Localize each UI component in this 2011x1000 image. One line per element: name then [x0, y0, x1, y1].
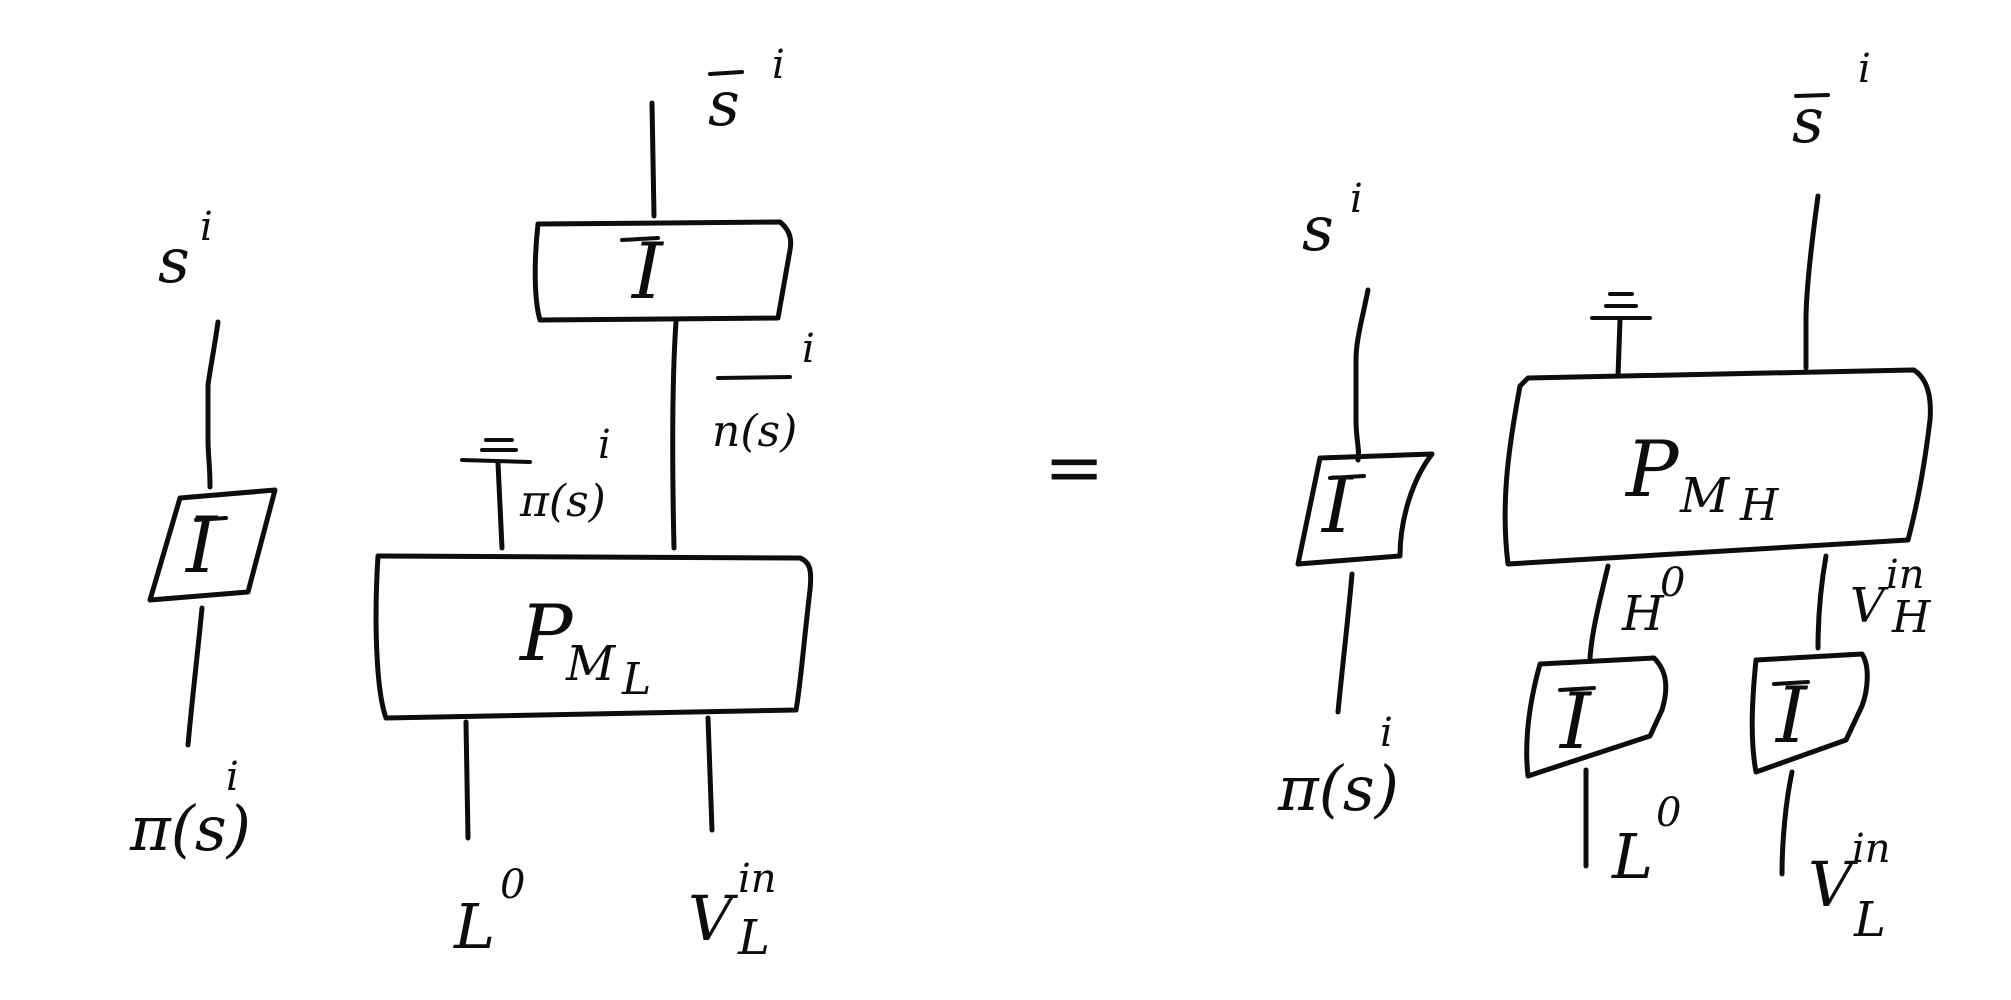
rhs-label-Vhin: V	[1850, 578, 1889, 634]
lhs-diagram: I s i π(s) i s i I n(s) i π(s) i	[129, 42, 815, 966]
lhs-small-box	[147, 487, 278, 603]
lhs-top-box-overline	[620, 236, 660, 242]
rhs-right-column: s i P M H H 0 V H in I	[1502, 46, 1933, 948]
rhs-label-VLin-sup: in	[1852, 826, 1891, 872]
rhs-stub-wire	[1615, 317, 1623, 379]
lhs-label-s: s	[158, 224, 190, 297]
lhs-label-s-bar: s	[708, 67, 740, 140]
lhs-box-pml	[373, 553, 814, 721]
lhs-wire-L0	[463, 719, 471, 841]
rhs-label-H0-sup: 0	[1660, 560, 1685, 606]
lhs-label-s-sup: i	[200, 204, 213, 250]
lhs-wire-pi-mid	[495, 460, 505, 551]
rhs-box-V	[1749, 651, 1870, 775]
rhs-label-Vhin-sup: in	[1886, 552, 1925, 598]
rhs-small-box	[1295, 451, 1435, 567]
equals-sign: =	[1044, 425, 1104, 509]
lhs-small-box-overline	[194, 516, 228, 522]
rhs-wire-H0	[1587, 563, 1611, 661]
rhs-box-pmh-subsub: H	[1739, 480, 1780, 531]
rhs-box-V-label: I	[1774, 671, 1809, 761]
lhs-label-L0-sup: 0	[500, 862, 525, 908]
rhs-small-box-label: I	[1320, 461, 1355, 551]
rhs-wire-Vhin	[1815, 553, 1829, 651]
rhs-box-L-overline	[1558, 686, 1596, 692]
rhs-small-box-overline	[1328, 474, 1366, 480]
lhs-small-box-label: I	[184, 501, 219, 591]
rhs-wire-s-bar	[1803, 193, 1821, 371]
rhs-label-Vhin-sub: H	[1891, 592, 1932, 643]
rhs-label-s-bar-sup: i	[1858, 46, 1871, 92]
lhs-label-s-bar-overline	[708, 70, 744, 76]
lhs-box-pml-label: P	[518, 589, 574, 679]
rhs-box-pmh-label: P	[1624, 425, 1680, 515]
lhs-label-n-s: n(s)	[712, 406, 797, 457]
rhs-label-s-sup: i	[1350, 176, 1363, 222]
lhs-wire-n-s	[670, 319, 679, 551]
lhs-label-n-s-sup: i	[802, 326, 815, 372]
lhs-label-pi-s: π(s)	[129, 792, 251, 865]
lhs-label-VLin-sub: L	[737, 910, 770, 966]
rhs-label-pi-s-sup: i	[1380, 710, 1393, 756]
lhs-label-L0: L	[453, 890, 495, 963]
lhs-left-wire: I s i π(s) i	[129, 204, 278, 865]
rhs-wire-pi-bottom	[1335, 571, 1355, 715]
lhs-label-pi-s-mid-sup: i	[598, 422, 611, 468]
lhs-label-pi-s-sup: i	[226, 754, 239, 800]
lhs-label-VLin-sup: in	[738, 856, 777, 902]
rhs-box-pmh-sub: M	[1679, 468, 1731, 524]
rhs-box-pmh	[1502, 367, 1933, 567]
rhs-wire-VLin	[1779, 769, 1795, 877]
rhs-left-wire: I s i π(s) i	[1277, 176, 1435, 825]
rhs-box-L	[1524, 655, 1669, 779]
lhs-top-box	[532, 219, 794, 323]
rhs-diagram: I s i π(s) i s i P M H H 0	[1277, 46, 1933, 948]
lhs-label-s-bar-sup: i	[772, 42, 785, 88]
rhs-label-s-bar-overline	[1794, 93, 1830, 98]
rhs-label-L0: L	[1611, 820, 1653, 893]
lhs-label-pi-s-mid: π(s)	[519, 476, 606, 527]
rhs-label-s: s	[1302, 192, 1334, 265]
lhs-label-n-s-overline	[716, 375, 792, 380]
lhs-right-column: s i I n(s) i π(s) i P M L L	[373, 42, 815, 966]
lhs-top-box-label: I	[630, 227, 665, 317]
lhs-stub-bar	[460, 458, 532, 464]
rhs-label-H0: H	[1621, 586, 1665, 642]
rhs-wire-s-top	[1353, 287, 1371, 463]
lhs-box-pml-subsub: L	[621, 654, 651, 705]
lhs-box-pml-sub: M	[565, 636, 617, 692]
rhs-box-V-overline	[1772, 680, 1810, 686]
rhs-label-VLin-sub: L	[1853, 892, 1886, 948]
rhs-label-pi-s: π(s)	[1277, 752, 1399, 825]
lhs-label-VLin: V	[688, 882, 739, 955]
lhs-wire-s-top	[205, 319, 221, 490]
rhs-label-VLin: V	[1808, 848, 1859, 921]
lhs-wire-pi-bottom	[185, 605, 205, 748]
rhs-box-L-label: I	[1558, 677, 1593, 767]
lhs-wire-s-bar	[649, 100, 657, 219]
rhs-label-L0-sup: 0	[1656, 790, 1681, 836]
lhs-wire-VLin	[705, 715, 715, 833]
